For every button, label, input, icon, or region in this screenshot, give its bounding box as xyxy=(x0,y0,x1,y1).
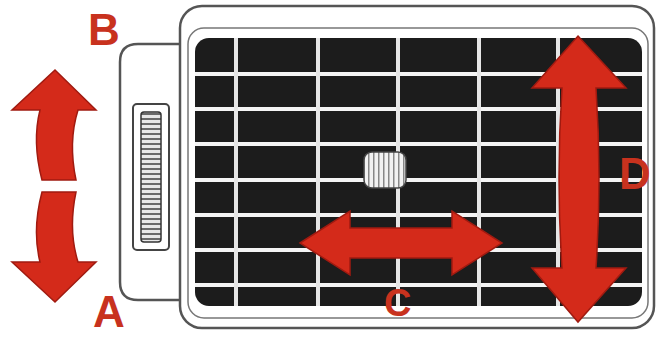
vent-louvers xyxy=(236,38,558,306)
tilt-arrow-up xyxy=(12,70,96,180)
housing-tab xyxy=(120,44,182,300)
direction-letter: C xyxy=(384,284,411,322)
thumbwheel xyxy=(141,112,161,242)
louver-knob xyxy=(364,152,406,188)
direction-letter: D xyxy=(619,152,651,196)
vertical-arrow xyxy=(532,36,626,322)
tilt-arrow-down xyxy=(12,192,96,302)
horizontal-arrow xyxy=(300,211,502,275)
direction-letter: A xyxy=(93,290,125,334)
wheel-window xyxy=(133,104,169,250)
vent-housing xyxy=(180,6,654,328)
direction-letter: B xyxy=(88,8,120,52)
